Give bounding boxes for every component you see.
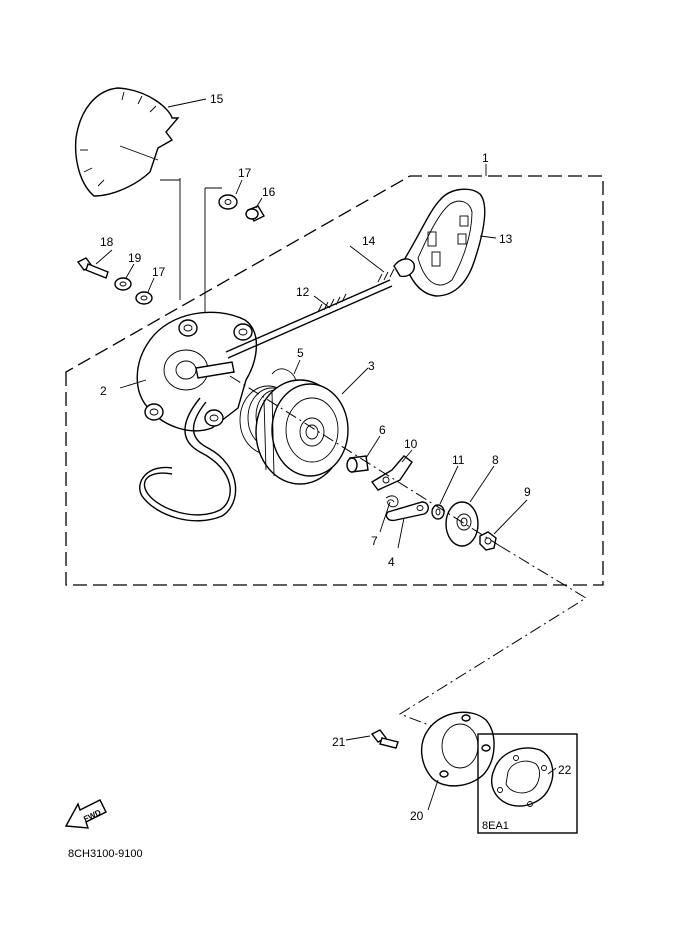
part-9-nut — [479, 531, 497, 551]
part-2-starter-case — [136, 311, 258, 432]
part-4-guide-plate — [385, 501, 429, 522]
callout-21: 21 — [332, 735, 346, 749]
part-6-spring — [346, 455, 369, 473]
inset-frame — [477, 733, 578, 834]
callout-12: 12 — [296, 285, 310, 299]
part-7-pawl-spring — [385, 495, 399, 508]
part-13-starter-handle — [393, 188, 486, 297]
part-20-starter-pulley — [421, 711, 495, 787]
callout-6: 6 — [379, 423, 386, 437]
callout-10: 10 — [404, 437, 418, 451]
callout-22: 22 — [558, 763, 572, 777]
inset-label: 8EA1 — [482, 820, 509, 832]
callout-15: 15 — [210, 92, 224, 106]
callout-17-upper: 17 — [238, 166, 252, 180]
callout-11: 11 — [452, 453, 465, 467]
callout-17-lower: 17 — [152, 265, 166, 279]
fwd-arrow-icon: FWD — [64, 799, 107, 829]
callout-13: 13 — [499, 232, 513, 246]
callout-4: 4 — [388, 555, 395, 569]
callout-7: 7 — [371, 534, 378, 548]
part-17-collar-lower — [135, 291, 153, 305]
callout-3: 3 — [368, 359, 375, 373]
part-15-decal — [74, 87, 180, 197]
part-18-bolt — [76, 257, 109, 279]
callout-2: 2 — [100, 384, 107, 398]
rope-path-inner — [139, 401, 237, 522]
part-3-reel — [255, 379, 349, 485]
part-19-washer — [114, 277, 132, 291]
part-21-bolt — [370, 729, 399, 749]
callout-16: 16 — [262, 185, 276, 199]
callout-18: 18 — [100, 235, 114, 249]
callout-5: 5 — [297, 346, 304, 360]
callout-14: 14 — [362, 234, 376, 248]
callout-1: 1 — [482, 151, 489, 165]
part-8-friction-plate — [445, 501, 479, 547]
part-17-collar-upper — [218, 194, 238, 210]
part-22-gasket — [490, 747, 554, 807]
part-14-handle-spring — [377, 268, 395, 283]
callout-20: 20 — [410, 809, 424, 823]
callout-8: 8 — [492, 453, 499, 467]
part-12-rope — [225, 279, 391, 353]
part-10-pawl — [370, 455, 413, 491]
rope-path — [143, 397, 231, 516]
callout-9: 9 — [524, 485, 531, 499]
part-16-bushing — [245, 205, 265, 222]
callout-19: 19 — [128, 251, 142, 265]
axis-line — [229, 375, 501, 547]
part-12-rope-spring — [317, 293, 347, 313]
part-12-rope-b — [227, 285, 393, 359]
axis-to-lower-assembly — [398, 545, 587, 731]
leader-lines — [95, 98, 557, 811]
drawing-number: 8CH3100-9100 — [68, 848, 143, 860]
